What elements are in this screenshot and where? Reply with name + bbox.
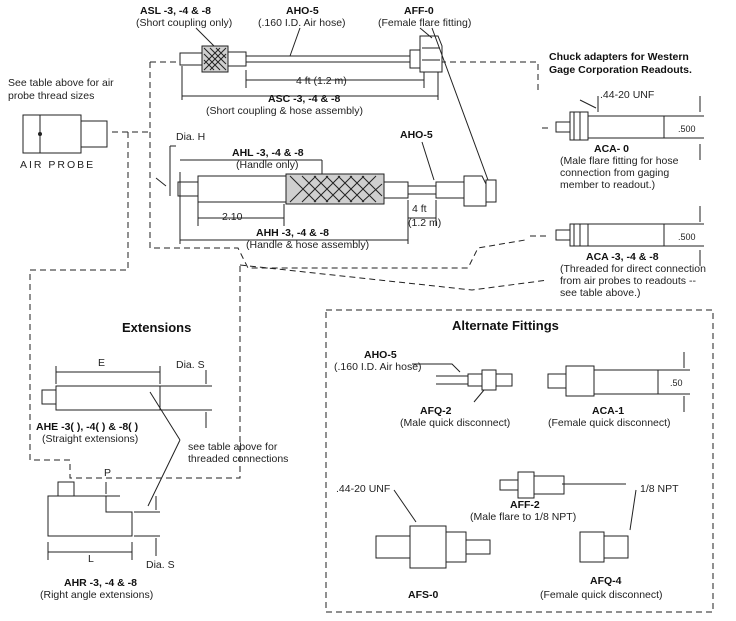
aca0-title: ACA- 0 xyxy=(594,143,629,155)
probe-link-line xyxy=(112,127,548,237)
asc-subtitle: (Short coupling & hose assembly) xyxy=(206,105,363,117)
asl-short-coupling-drawing xyxy=(179,45,410,73)
dim-50-label: .50 xyxy=(670,378,683,388)
see-table-conn-line2: threaded connections xyxy=(188,453,288,465)
chuck-heading-line1: Chuck adapters for Western xyxy=(549,51,689,63)
ahe-subtitle: (Straight extensions) xyxy=(42,433,138,445)
ahr-subtitle: (Right angle extensions) xyxy=(40,589,153,601)
upper-enclosure-outline xyxy=(149,61,539,269)
dia-s-label-2: Dia. S xyxy=(146,559,175,571)
npt-label: 1/8 NPT xyxy=(640,483,679,495)
aho5-mid-title: AHO-5 xyxy=(400,129,433,141)
aca1-title: ACA-1 xyxy=(592,405,624,417)
aho5-alt-title: AHO-5 xyxy=(364,349,397,361)
aff0-female-flare-drawing xyxy=(409,35,443,73)
aca3-diameter-label: .500 xyxy=(678,232,696,242)
asl-subtitle: (Short coupling only) xyxy=(136,17,232,29)
aca3-chuck-adapter-drawing xyxy=(555,223,665,247)
afs0-fitting-drawing xyxy=(375,525,491,569)
one-two-m-label: (1.2 m) xyxy=(408,217,441,229)
aca0-desc-line3: member to readout.) xyxy=(560,179,655,191)
afq2-male-quick-disconnect-drawing xyxy=(436,369,513,391)
aho5-top-subtitle: (.160 I.D. Air hose) xyxy=(258,17,346,29)
aho5-alt-subtitle: (.160 I.D. Air hose) xyxy=(334,361,422,373)
four-ft-mid-label: 4 ft xyxy=(412,203,427,215)
alternate-fittings-heading: Alternate Fittings xyxy=(452,318,559,333)
aff2-title: AFF-2 xyxy=(510,499,540,511)
four-ft-top-dimension xyxy=(245,70,425,88)
aca3-title: ACA -3, -4 & -8 xyxy=(586,251,659,263)
afq4-subtitle: (Female quick disconnect) xyxy=(540,589,663,601)
aho5-top-title: AHO-5 xyxy=(286,5,319,17)
aca1-subtitle: (Female quick disconnect) xyxy=(548,417,671,429)
aff0-title: AFF-0 xyxy=(404,5,434,17)
alternate-fittings-box xyxy=(325,309,714,613)
dia-s-label-1: Dia. S xyxy=(176,359,205,371)
ahh-title: AHH -3, -4 & -8 xyxy=(256,227,329,239)
aca0-thread-label: .44-20 UNF xyxy=(600,89,654,101)
extensions-dashed-branch xyxy=(239,264,549,291)
ahe-straight-extension-drawing xyxy=(41,385,161,411)
dim-e-label: E xyxy=(98,357,105,369)
aca3-desc-line2: from air probes to readouts -- xyxy=(560,275,696,287)
dim-p-label: P xyxy=(104,467,111,479)
aca0-desc-line2: connection from gaging xyxy=(560,167,669,179)
air-probe-drawing xyxy=(22,114,108,154)
aho5-hose-with-fitting-drawing xyxy=(435,175,497,207)
dim-210-label: 2.10 xyxy=(222,211,243,223)
aff2-subtitle: (Male flare to 1/8 NPT) xyxy=(470,511,576,523)
afq4-title: AFQ-4 xyxy=(590,575,622,587)
afq4-female-quick-disconnect-drawing xyxy=(579,531,629,563)
ahr-right-angle-extension-drawing xyxy=(47,481,133,537)
asc-title: ASC -3, -4 & -8 xyxy=(268,93,341,105)
air-probe-label: AIR PROBE xyxy=(20,159,95,171)
asl-title: ASL -3, -4 & -8 xyxy=(140,5,211,17)
extensions-heading: Extensions xyxy=(122,320,191,335)
extensions-link-outline xyxy=(29,132,241,479)
aca0-desc-line1: (Male flare fitting for hose xyxy=(560,155,679,167)
see-table-conn-line1: see table above for xyxy=(188,441,278,453)
ahl-title: AHL -3, -4 & -8 xyxy=(232,147,304,159)
chuck-heading-line2: Gage Corporation Readouts. xyxy=(549,64,692,76)
aca3-desc-line1: (Threaded for direct connection xyxy=(560,263,706,275)
see-table-line1: See table above for air xyxy=(8,77,114,89)
ahr-title: AHR -3, -4 & -8 xyxy=(64,577,137,589)
afs0-thread-label: .44-20 UNF xyxy=(336,483,390,495)
aff0-subtitle: (Female flare fitting) xyxy=(378,17,471,29)
aff2-flare-fitting-drawing xyxy=(499,471,565,499)
see-table-line2: probe thread sizes xyxy=(8,90,94,102)
afq2-subtitle: (Male quick disconnect) xyxy=(400,417,510,429)
aca1-female-quick-disconnect-drawing xyxy=(547,365,659,397)
ahl-subtitle: (Handle only) xyxy=(236,159,298,171)
four-ft-top-label: 4 ft (1.2 m) xyxy=(296,75,347,87)
afs0-title: AFS-0 xyxy=(408,589,438,601)
afq2-title: AFQ-2 xyxy=(420,405,452,417)
dia-h-label: Dia. H xyxy=(176,131,205,143)
dim-l-label: L xyxy=(88,553,94,565)
asc-dimension-line xyxy=(181,66,439,100)
aca0-diameter-label: .500 xyxy=(678,124,696,134)
ahl-handle-drawing xyxy=(177,173,436,205)
aca0-chuck-adapter-drawing xyxy=(555,111,665,141)
ahe-title: AHE -3( ), -4( ) & -8( ) xyxy=(36,421,138,433)
aca3-desc-line3: see table above.) xyxy=(560,287,641,299)
ahh-subtitle: (Handle & hose assembly) xyxy=(246,239,369,251)
